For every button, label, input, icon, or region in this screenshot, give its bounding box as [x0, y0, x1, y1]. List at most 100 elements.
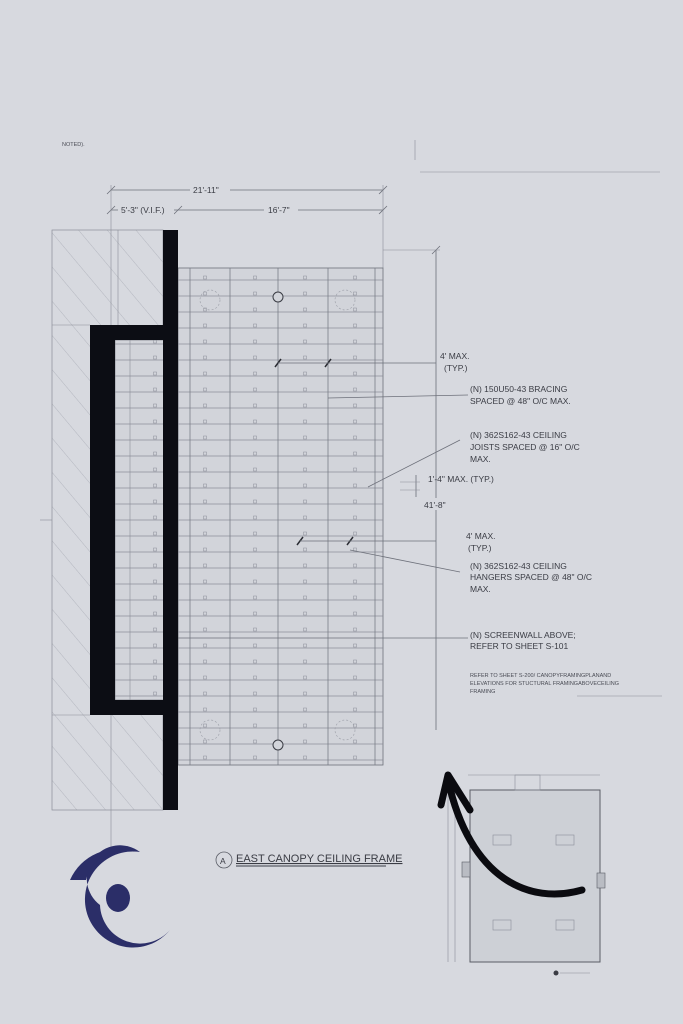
joist-clip — [253, 291, 257, 296]
dimension-existing-width: 5'-3" (V.I.F.) — [106, 203, 183, 215]
joist-clip — [303, 643, 307, 648]
joist-clip — [303, 371, 307, 376]
joist-clip — [203, 483, 207, 488]
joist-clip — [203, 339, 207, 344]
svg-text:MAX.: MAX. — [470, 584, 491, 594]
joist-clip — [153, 611, 157, 616]
joist-clip — [153, 467, 157, 472]
joist-clip — [353, 419, 357, 424]
joist-clip — [253, 659, 257, 664]
joist-clip — [203, 371, 207, 376]
callout-joists: (N) 362S162-43 CEILING JOISTS SPACED @ 1… — [470, 430, 580, 464]
joist-clip — [153, 579, 157, 584]
joist-clip — [153, 371, 157, 376]
joist-clip — [353, 499, 357, 504]
joist-clip — [253, 499, 257, 504]
joist-clip — [353, 739, 357, 744]
joist-clip — [203, 595, 207, 600]
joist-clip — [353, 387, 357, 392]
joist-clip — [303, 675, 307, 680]
dimension-overall-height: 41'-8" — [383, 245, 460, 730]
joist-clip — [303, 579, 307, 584]
svg-text:MAX.: MAX. — [470, 454, 491, 464]
joist-clip — [353, 579, 357, 584]
joist-clip — [353, 755, 357, 760]
hanger-marker — [334, 719, 356, 741]
joist-clip — [303, 483, 307, 488]
hanger-marker — [199, 719, 221, 741]
joist-clip — [153, 627, 157, 632]
joist-clip — [353, 435, 357, 440]
joist-clip — [353, 451, 357, 456]
detail-title: A EAST CANOPY CEILING FRAME — [215, 851, 402, 869]
joist-clip — [203, 739, 207, 744]
joist-clip — [153, 515, 157, 520]
joist-clip — [203, 515, 207, 520]
logo-mark — [70, 845, 170, 948]
joist-clip — [353, 403, 357, 408]
joist-clip — [253, 403, 257, 408]
joist-clip — [303, 435, 307, 440]
svg-text:16'-7": 16'-7" — [268, 205, 290, 215]
joist-clip — [153, 483, 157, 488]
joist-clip — [153, 547, 157, 552]
svg-text:1'-4" MAX. (TYP.): 1'-4" MAX. (TYP.) — [428, 474, 494, 484]
general-note: REFER TO SHEET S-200/ CANOPYFRAMINGPLANA… — [470, 673, 619, 695]
callout-hangers: (N) 362S162-43 CEILING HANGERS SPACED @ … — [470, 561, 592, 594]
frame-outline — [177, 267, 384, 766]
dimension-joist-spacing: 1'-4" MAX. (TYP.) — [400, 474, 494, 497]
column-marker — [272, 739, 284, 751]
joist-clip — [303, 595, 307, 600]
joist-clip — [253, 435, 257, 440]
joist-clip — [303, 659, 307, 664]
joist-clip — [253, 483, 257, 488]
joist-clip — [153, 659, 157, 664]
svg-text:(N) 362S162-43 CEILING: (N) 362S162-43 CEILING — [470, 430, 567, 440]
joist-clip — [153, 675, 157, 680]
joist-clip — [253, 707, 257, 712]
svg-text:4' MAX.: 4' MAX. — [440, 351, 470, 361]
joist-clip — [253, 451, 257, 456]
joist-clip — [203, 467, 207, 472]
joist-clip — [353, 371, 357, 376]
joist-clip — [353, 339, 357, 344]
joist-clip — [153, 595, 157, 600]
column-marker — [272, 291, 284, 303]
joist-clip — [153, 419, 157, 424]
joist-clip — [203, 723, 207, 728]
joist-clip — [203, 403, 207, 408]
joist-clip — [253, 275, 257, 280]
joist-clip — [203, 563, 207, 568]
svg-text:ELEVATIONS FOR STUCTURAL FRAMI: ELEVATIONS FOR STUCTURAL FRAMINGABOVECEI… — [470, 681, 619, 687]
joist-clip — [253, 579, 257, 584]
joist-clip — [353, 595, 357, 600]
note-fragment: NOTED). — [62, 142, 85, 148]
callout-screenwall: (N) SCREENWALL ABOVE; REFER TO SHEET S-1… — [470, 630, 576, 651]
joist-clip — [203, 627, 207, 632]
dimension-overall-width: 21'-11" — [106, 183, 388, 195]
joist-clip — [253, 627, 257, 632]
joist-clip — [303, 547, 307, 552]
joist-clip — [153, 563, 157, 568]
joist-clip — [203, 387, 207, 392]
joist-clip — [303, 627, 307, 632]
joist-clip — [353, 515, 357, 520]
joist-clip — [303, 515, 307, 520]
joist-clip — [253, 355, 257, 360]
screenwall — [90, 230, 178, 810]
joist-clip — [203, 451, 207, 456]
joist-clip — [203, 755, 207, 760]
joist-clip — [353, 291, 357, 296]
svg-text:FRAMING: FRAMING — [470, 689, 495, 695]
joist-clip — [353, 643, 357, 648]
joist-clip — [353, 675, 357, 680]
joist-clip — [253, 675, 257, 680]
hanger-marker — [199, 289, 221, 311]
joist-clip — [153, 691, 157, 696]
svg-text:41'-8": 41'-8" — [424, 500, 446, 510]
bracing-spacing-label-2: 4' MAX. (TYP.) — [466, 531, 496, 553]
joist-clip — [303, 755, 307, 760]
joist-clip — [253, 371, 257, 376]
joist-clip — [303, 707, 307, 712]
